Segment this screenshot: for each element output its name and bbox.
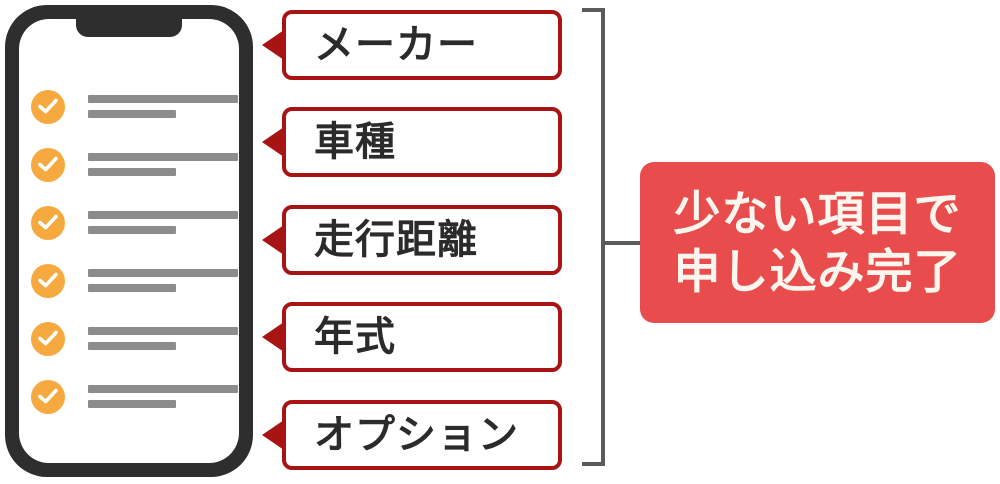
check-circle-icon — [31, 148, 65, 182]
checklist-row — [19, 206, 239, 250]
field-label: オプション — [314, 413, 519, 457]
bracket-top-arm — [582, 8, 605, 12]
placeholder-bar-short — [88, 284, 176, 292]
placeholder-bar-long — [88, 327, 238, 335]
placeholder-bar-long — [88, 153, 238, 161]
pointer-triangle-icon — [262, 420, 284, 450]
placeholder-bar-short — [88, 400, 176, 408]
pointer-triangle-icon — [262, 322, 284, 352]
check-circle-icon — [31, 322, 65, 356]
placeholder-bar-long — [88, 95, 238, 103]
phone-screen — [19, 19, 239, 463]
field-label: メーカー — [314, 23, 478, 67]
callout-banner: 少ない項目で 申し込み完了 — [640, 162, 995, 323]
pointer-triangle-icon — [262, 30, 284, 60]
field-box-maker[interactable]: メーカー — [262, 10, 562, 80]
pointer-triangle-icon — [262, 127, 284, 157]
pointer-triangle-icon — [262, 225, 284, 255]
placeholder-bar-long — [88, 385, 238, 393]
checklist-row — [19, 264, 239, 308]
phone-frame — [5, 5, 253, 477]
placeholder-bar-long — [88, 269, 238, 277]
bracket-vertical-line — [601, 8, 605, 466]
field-label: 車種 — [314, 120, 396, 164]
callout-line-2: 申し込み完了 — [673, 244, 962, 298]
check-circle-icon — [31, 380, 65, 414]
placeholder-bar-long — [88, 211, 238, 219]
placeholder-bar-short — [88, 342, 176, 350]
check-circle-icon — [31, 206, 65, 240]
field-box-mileage[interactable]: 走行距離 — [262, 205, 562, 275]
field-box-options[interactable]: オプション — [262, 400, 562, 470]
bracket-bottom-arm — [582, 462, 605, 466]
check-circle-icon — [31, 90, 65, 124]
field-label: 走行距離 — [314, 218, 478, 262]
placeholder-bar-short — [88, 168, 176, 176]
checklist-row — [19, 380, 239, 424]
field-box-model-year[interactable]: 年式 — [262, 302, 562, 372]
phone-notch — [76, 19, 182, 37]
placeholder-bar-short — [88, 110, 176, 118]
checklist-row — [19, 90, 239, 134]
checklist-row — [19, 322, 239, 366]
callout-line-1: 少ない項目で — [673, 187, 962, 241]
bracket-connector-line — [601, 241, 645, 245]
form-checklist — [19, 19, 239, 463]
check-circle-icon — [31, 264, 65, 298]
checklist-row — [19, 148, 239, 192]
field-box-car-type[interactable]: 車種 — [262, 107, 562, 177]
field-label: 年式 — [314, 315, 396, 359]
placeholder-bar-short — [88, 226, 176, 234]
